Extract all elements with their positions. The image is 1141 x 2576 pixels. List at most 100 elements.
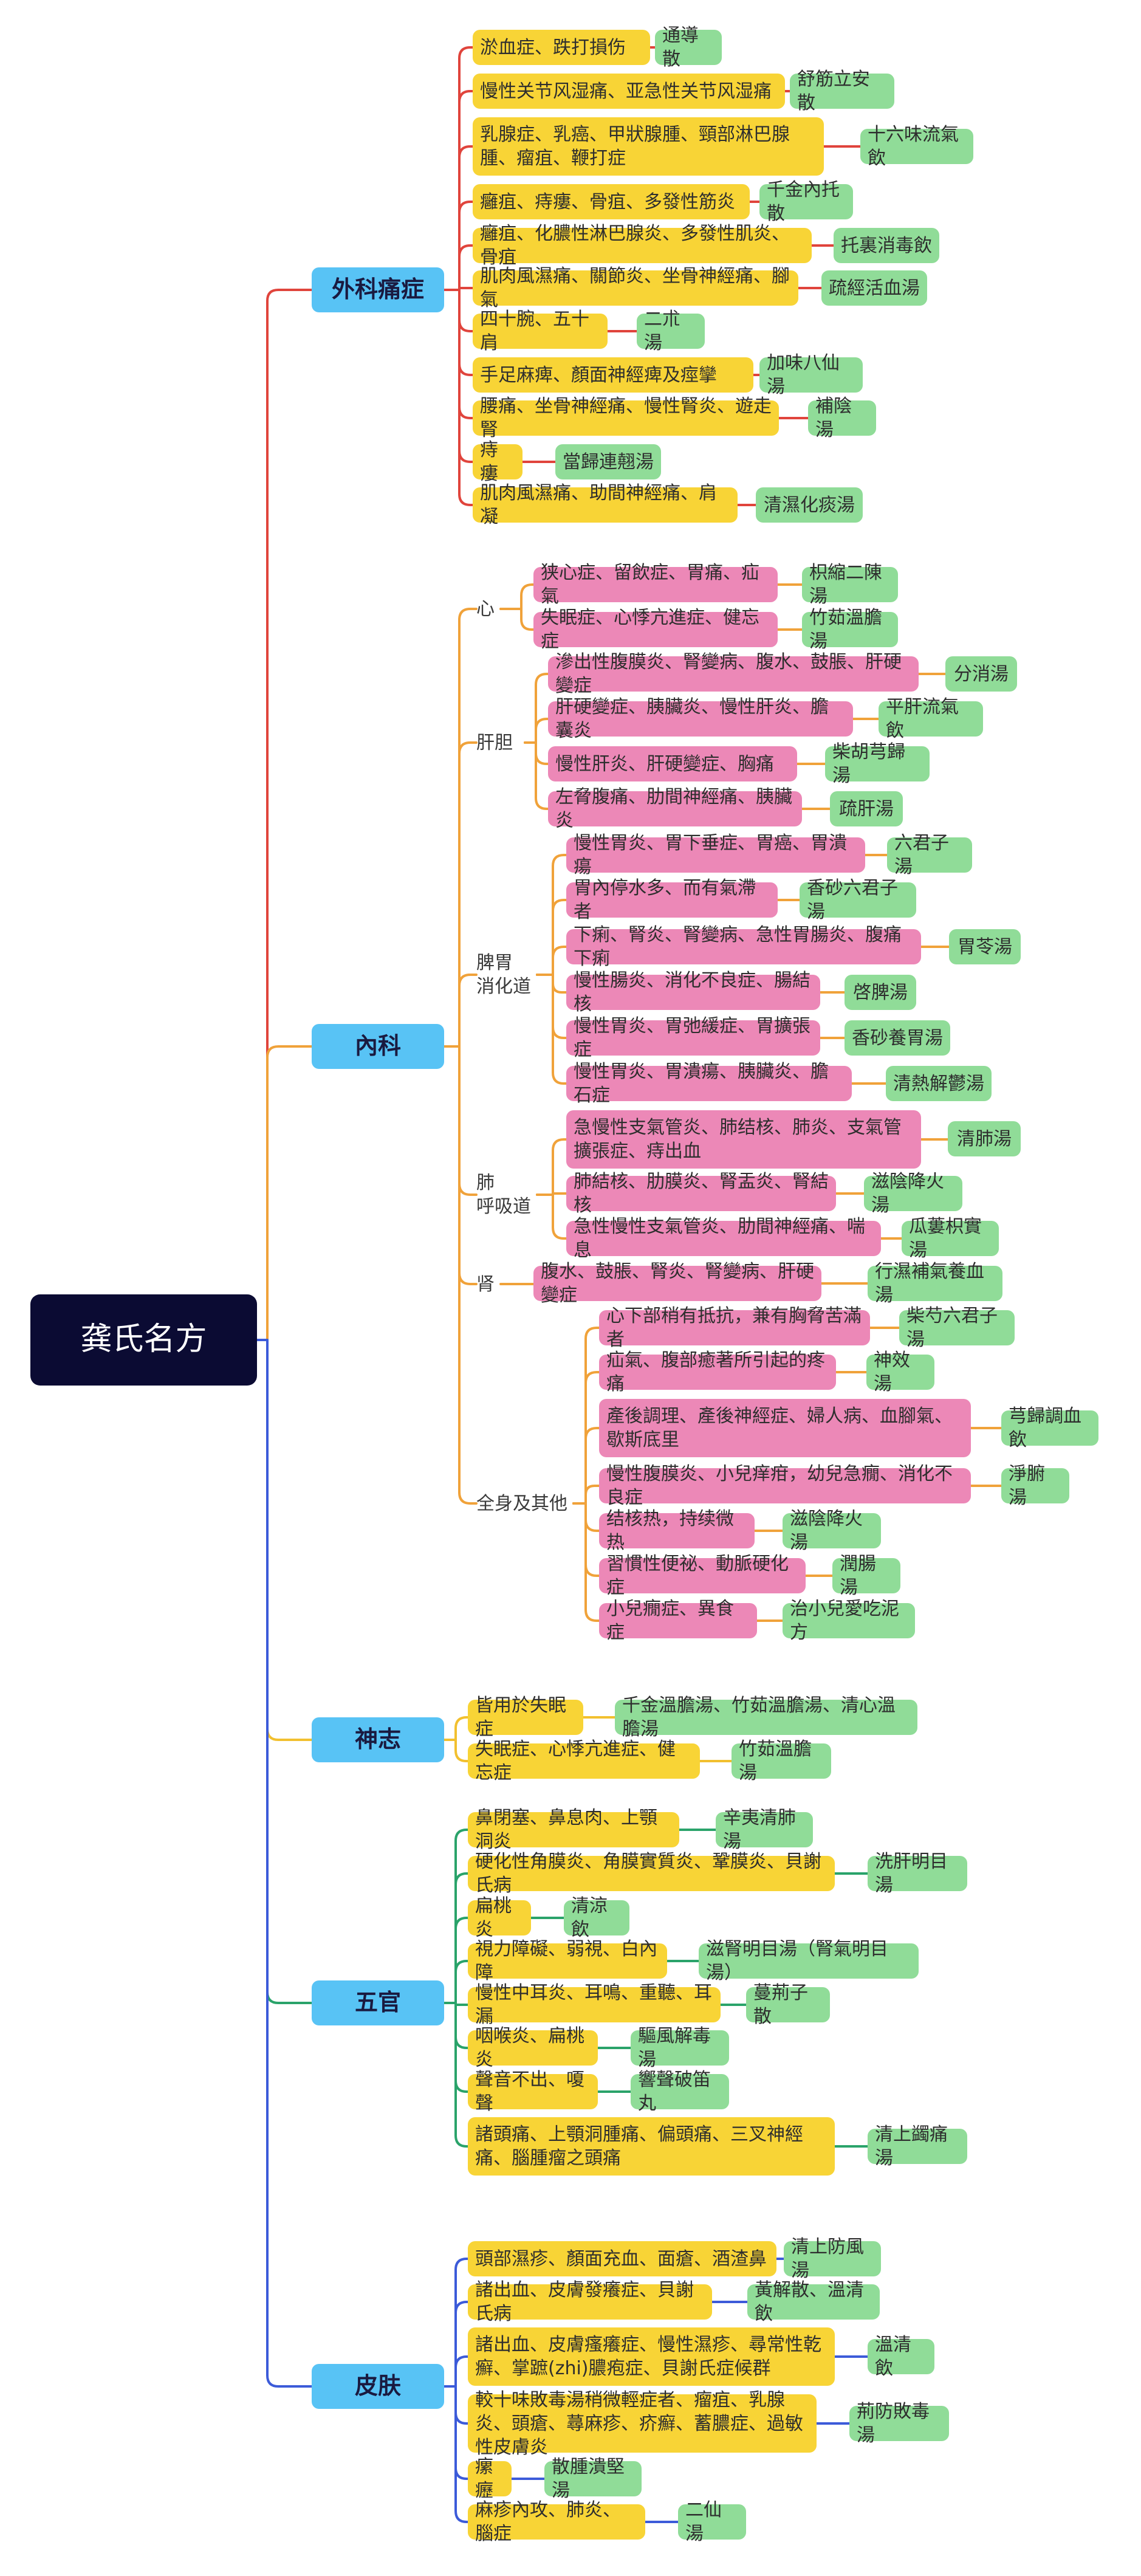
symptom-waike-2: 慢性关节风湿痛、亚急性关节风湿痛	[473, 74, 785, 109]
symptom-waike-1: 淤血症、跌打損伤	[473, 30, 650, 65]
root-node: 龚氏名方	[30, 1294, 257, 1386]
remedy-quanshen-5: 滋陰降火湯	[783, 1508, 881, 1553]
remedy-waike-9: 補陰湯	[808, 396, 876, 441]
symptom-piwei-5: 慢性胃炎、胃弛緩症、胃擴張症	[566, 1015, 820, 1060]
remedy-waike-7: 二朮湯	[637, 309, 705, 354]
group-piwei: 脾胃 消化道	[476, 952, 531, 997]
symptom-pifu-4: 較十味敗毒湯稍微輕症者、瘤疽、乳腺炎、頭瘡、蕁麻疹、疥癬、蓄膿症、過敏性皮膚炎	[468, 2389, 817, 2458]
remedy-gandan-4: 疏肝湯	[830, 791, 903, 826]
remedy-pifu-5: 散腫潰堅湯	[544, 2456, 642, 2501]
remedy-quanshen-4: 淨腑湯	[1001, 1463, 1069, 1508]
remedy-waike-4: 千金內托散	[759, 179, 853, 224]
symptom-waike-5: 癰疽、化膿性淋巴腺炎、多發性肌炎、骨疽	[473, 223, 812, 268]
remedy-wuguan-8: 清上蠲痛湯	[868, 2124, 967, 2169]
remedy-gandan-1: 分消湯	[945, 656, 1017, 692]
remedy-waike-8: 加味八仙湯	[759, 352, 863, 397]
remedy-piwei-5: 香砂養胃湯	[845, 1020, 950, 1056]
remedy-waike-5: 托裏消毒飲	[834, 228, 939, 263]
symptom-quanshen-7: 小兒癇症、異食症	[599, 1598, 757, 1643]
remedy-wuguan-1: 辛夷清肺湯	[716, 1807, 813, 1852]
remedy-xin-2: 竹茹溫膽湯	[802, 607, 898, 652]
symptom-waike-7: 四十腕、五十肩	[473, 309, 608, 354]
remedy-shen-1: 行濕補氣養血湯	[868, 1261, 1002, 1306]
category-wuguan: 五官	[312, 1980, 444, 2025]
remedy-quanshen-1: 柴芍六君子湯	[899, 1305, 1015, 1350]
symptom-wuguan-4: 視力障礙、弱視、白內障	[468, 1939, 667, 1984]
symptom-wuguan-3: 扁桃炎	[468, 1895, 531, 1940]
symptom-xin-2: 失眠症、心悸亢進症、健忘症	[533, 607, 778, 652]
remedy-gandan-3: 柴胡芎歸湯	[825, 741, 930, 786]
remedy-wuguan-5: 蔓荊子散	[746, 1982, 830, 2027]
remedy-wuguan-7: 響聲破笛丸	[631, 2069, 729, 2114]
group-xin: 心	[476, 598, 495, 620]
remedy-pifu-1: 清上防風湯	[784, 2236, 881, 2281]
group-shen: 肾	[476, 1273, 495, 1295]
symptom-quanshen-6: 習慣性便祕、動脈硬化症	[599, 1553, 806, 1598]
symptom-wuguan-8: 諸頭痛、上顎洞腫痛、偏頭痛、三叉神經痛、腦腫瘤之頭痛	[468, 2117, 835, 2176]
remedy-quanshen-3: 芎歸調血飲	[1001, 1406, 1098, 1451]
remedy-wuguan-4: 滋腎明目湯（腎氣明目湯）	[699, 1939, 919, 1984]
remedy-shenzhi-2: 竹茹溫膽湯	[732, 1739, 831, 1784]
symptom-wuguan-6: 咽喉炎、扁桃炎	[468, 2025, 598, 2070]
remedy-wuguan-2: 洗肝明目湯	[868, 1851, 967, 1896]
symptom-pifu-6: 麻疹內攻、肺炎、腦症	[468, 2499, 645, 2544]
remedy-waike-6: 疏經活血湯	[821, 270, 927, 306]
remedy-quanshen-2: 神效湯	[866, 1350, 934, 1395]
symptom-waike-9: 腰痛、坐骨神經痛、慢性腎炎、遊走腎	[473, 396, 779, 441]
remedy-wuguan-3: 清涼飲	[564, 1895, 629, 1940]
category-neike: 內科	[312, 1024, 444, 1069]
remedy-pifu-2: 黃解散、溫清飲	[747, 2279, 880, 2324]
remedy-quanshen-7: 治小兒愛吃泥方	[783, 1598, 915, 1643]
group-fei: 肺 呼吸道	[476, 1172, 531, 1217]
category-pifu: 皮肤	[312, 2364, 444, 2409]
remedy-waike-1: 通導散	[655, 25, 722, 70]
remedy-fei-1: 清肺湯	[948, 1121, 1021, 1156]
symptom-waike-4: 癰疽、痔瘻、骨疽、多發性筋炎	[473, 184, 750, 219]
symptom-piwei-4: 慢性腸炎、消化不良症、腸結核	[566, 970, 820, 1015]
symptom-quanshen-5: 结核热，持续微热	[599, 1508, 755, 1553]
symptom-piwei-2: 胃內停水多、而有氣滯者	[566, 878, 778, 922]
symptom-waike-3: 乳腺症、乳癌、甲狀腺腫、頸部淋巴腺腫、瘤疽、鞭打症	[473, 117, 824, 176]
symptom-wuguan-5: 慢性中耳炎、耳鳴、重聽、耳漏	[468, 1982, 721, 2027]
remedy-piwei-1: 六君子湯	[887, 833, 972, 878]
symptom-gandan-3: 慢性肝炎、肝硬變症、胸痛	[548, 746, 797, 781]
remedy-pifu-4: 荊防敗毒湯	[849, 2401, 949, 2446]
remedy-gandan-2: 平肝流氣飲	[879, 696, 983, 741]
symptom-gandan-2: 肝硬變症、胰臟炎、慢性肝炎、膽囊炎	[548, 696, 853, 741]
symptom-wuguan-7: 聲音不出、嗄聲	[468, 2069, 598, 2114]
symptom-piwei-6: 慢性胃炎、胃潰瘍、胰臟炎、膽石症	[566, 1061, 852, 1106]
category-shenzhi: 神志	[312, 1717, 444, 1762]
symptom-wuguan-1: 鼻閉塞、鼻息肉、上顎洞炎	[468, 1807, 679, 1852]
remedy-piwei-2: 香砂六君子湯	[800, 878, 916, 922]
symptom-wuguan-2: 硬化性角膜炎、角膜實質炎、鞏膜炎、貝謝氏病	[468, 1851, 835, 1896]
remedy-wuguan-6: 驅風解毒湯	[631, 2025, 729, 2070]
remedy-fei-3: 瓜蔞枳實湯	[902, 1216, 999, 1261]
symptom-pifu-3: 諸出血、皮膚瘙癢症、慢性濕疹、尋常性乾癬、掌蹠(zhi)膿疱症、貝謝氏症候群	[468, 2327, 835, 2386]
symptom-fei-2: 肺結核、肋膜炎、腎盂炎、腎結核	[566, 1171, 836, 1216]
symptom-piwei-3: 下痢、腎炎、腎變病、急性胃腸炎、腹痛下痢	[566, 924, 921, 969]
symptom-waike-6: 肌肉風濕痛、關節炎、坐骨神經痛、腳氣	[473, 266, 798, 311]
group-quanshen: 全身及其他	[476, 1492, 567, 1514]
symptom-shenzhi-1: 皆用於失眠症	[468, 1695, 583, 1740]
remedy-xin-1: 枳縮二陳湯	[802, 562, 898, 607]
remedy-piwei-3: 胃苓湯	[949, 929, 1021, 964]
symptom-piwei-1: 慢性胃炎、胃下垂症、胃癌、胃潰瘍	[566, 833, 865, 878]
symptom-shen-1: 腹水、鼓脹、腎炎、腎變病、肝硬變症	[533, 1261, 821, 1306]
symptom-quanshen-1: 心下部稍有抵抗，兼有胸脅苦滿者	[599, 1305, 870, 1350]
remedy-pifu-3: 溫清飲	[868, 2334, 934, 2379]
symptom-gandan-1: 滲出性腹膜炎、腎變病、腹水、鼓脹、肝硬變症	[548, 651, 919, 696]
remedy-pifu-6: 二仙湯	[678, 2499, 746, 2544]
symptom-pifu-5: 瘰癧	[468, 2456, 512, 2501]
symptom-quanshen-2: 疝氣、腹部癒著所引起的疼痛	[599, 1350, 836, 1395]
remedy-piwei-6: 清熱解鬱湯	[886, 1066, 992, 1101]
symptom-pifu-1: 頭部濕疹、顏面充血、面瘡、酒渣鼻	[468, 2241, 776, 2276]
symptom-waike-11: 肌肉風濕痛、助間神經痛、肩凝	[473, 483, 738, 527]
remedy-waike-2: 舒筋立安散	[790, 69, 894, 114]
symptom-fei-1: 急慢性支氣管炎、肺结核、肺炎、支氣管擴張症、痔出血	[566, 1110, 921, 1169]
remedy-fei-2: 滋陰降火湯	[864, 1171, 962, 1216]
group-gandan: 肝胆	[476, 732, 513, 754]
remedy-piwei-4: 啓脾湯	[845, 975, 916, 1010]
symptom-quanshen-4: 慢性腹膜炎、小兒痒疳，幼兒急癇、消化不良症	[599, 1463, 971, 1508]
symptom-gandan-4: 左脅腹痛、肋間神經痛、胰臟炎	[548, 786, 802, 831]
